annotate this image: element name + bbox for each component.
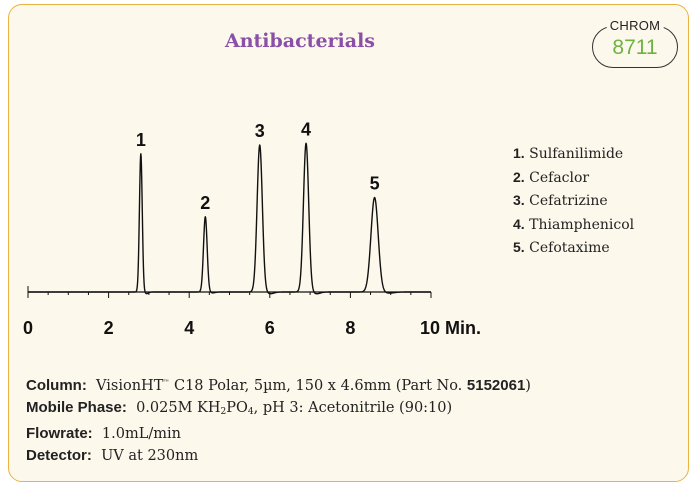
peak-label: 3: [255, 121, 265, 141]
chromatogram-trace: [27, 142, 432, 295]
x-tick-label: 0: [23, 318, 33, 338]
legend-item: 3. Cefatrizine: [513, 192, 608, 209]
legend-item: 2. Cefaclor: [513, 168, 590, 186]
chrom-badge: CHROM 8711: [592, 18, 678, 68]
x-tick-label: 8: [345, 318, 355, 338]
legend-item: 4. Thiamphenicol: [513, 215, 635, 233]
column-line: Column: VisionHT™ C18 Polar, 5µm, 150 x …: [26, 376, 531, 394]
badge-label: CHROM: [606, 18, 664, 33]
flowrate-line: Flowrate: 1.0mL/min: [26, 424, 181, 442]
panel-frame: [8, 4, 689, 482]
peak-label: 2: [200, 193, 210, 213]
legend-item: 5. Cefotaxime: [513, 239, 610, 256]
mobile-phase-line: Mobile Phase: 0.025M KH2PO4, pH 3: Aceto…: [26, 398, 453, 417]
peak-label: 1: [136, 130, 146, 150]
peak-label: 5: [370, 174, 380, 194]
detector-line: Detector: UV at 230nm: [26, 446, 199, 464]
badge-number: 8711: [612, 36, 658, 59]
x-tick-label: 6: [265, 318, 275, 338]
legend-item: 1. Sulfanilimide: [513, 145, 624, 162]
chart-title: Antibacterials: [224, 30, 376, 52]
peak-legend: 1. Sulfanilimide 2. Cefaclor 3. Cefatriz…: [513, 142, 634, 260]
x-tick-label: 4: [184, 318, 194, 338]
method-conditions: Column: VisionHT™ C18 Polar, 5µm, 150 x …: [26, 372, 531, 467]
x-tick-label: 2: [104, 318, 114, 338]
x-axis-label: 10 Min.: [420, 318, 481, 338]
peak-label: 4: [301, 119, 311, 139]
